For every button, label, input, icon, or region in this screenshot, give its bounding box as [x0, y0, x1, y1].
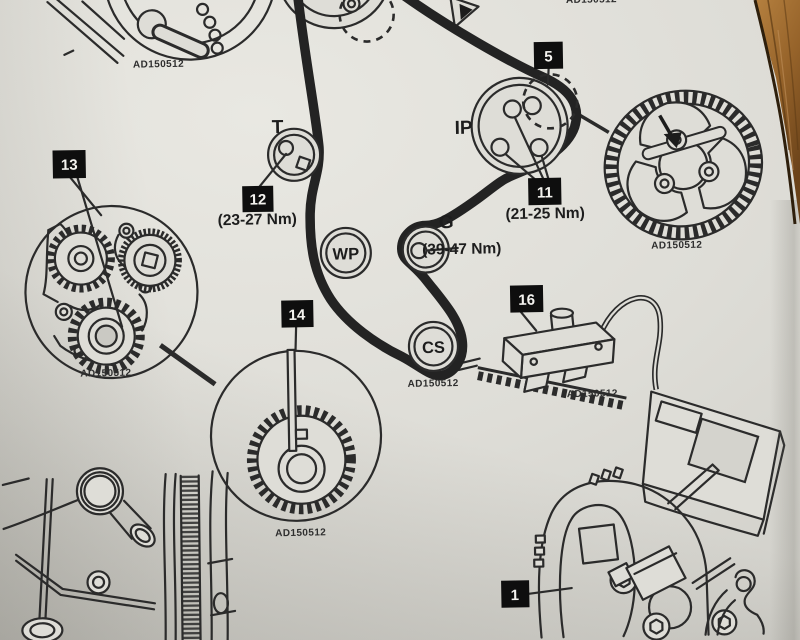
callout-11: 11	[528, 177, 562, 206]
page-edge-shadow	[770, 200, 800, 640]
pump-mark-dashed-circle	[521, 73, 579, 130]
callout-1: 1	[501, 580, 573, 608]
topleft-partial-sprocket	[46, 0, 278, 64]
timing-cover-view-1	[533, 463, 765, 640]
rear-detail-view-13	[24, 204, 199, 380]
callout-12: 12 (23-27 Nm)	[217, 152, 297, 229]
guide-torque: (39-47 Nm)	[422, 240, 502, 258]
tensioner-pulley: T	[267, 117, 322, 182]
water-pump-pulley: WP	[319, 226, 372, 280]
callout-5-number: 5	[544, 48, 553, 65]
callout-13-number: 13	[61, 157, 78, 174]
callout-1-number: 1	[511, 587, 520, 604]
watermark-gauge: AD150512	[567, 388, 618, 400]
guide-label: G	[439, 212, 454, 233]
wood-table-edge	[753, 0, 800, 225]
watermark-sprocket: AD150512	[651, 240, 702, 252]
tensioner-label: T	[272, 117, 284, 138]
injection-pump-torque: (21-25 Nm)	[505, 205, 585, 223]
crankshaft-label: CS	[422, 339, 445, 357]
cam-mark-dashed-circle	[338, 0, 395, 43]
belt-direction-arrow	[449, 0, 480, 29]
cover-bolt	[642, 612, 671, 640]
callout-14: 14	[281, 300, 314, 352]
tensioner-torque: (23-27 Nm)	[217, 211, 297, 229]
callout-16-number: 16	[518, 292, 535, 309]
watermark-top-cut: AD150512	[566, 0, 617, 6]
callout-12-number: 12	[249, 191, 266, 208]
callout-5: 5	[533, 41, 564, 86]
timing-belt	[292, 0, 582, 381]
crankshaft-pulley: CS	[407, 320, 460, 373]
detail-5-pointer-line	[576, 112, 610, 134]
water-pump-label: WP	[332, 245, 359, 263]
guide-pulley: G (39-47 Nm)	[401, 212, 502, 274]
watermark-topleft: AD150512	[133, 59, 184, 71]
crank-sprocket-detail-14	[209, 348, 383, 522]
callout-11-number: 11	[537, 184, 553, 201]
callout-14-number: 14	[288, 307, 306, 324]
tension-gauge-16	[457, 295, 786, 537]
injection-pump-label: IP	[455, 118, 474, 139]
watermark-detail-13: AD150512	[80, 368, 131, 380]
watermark-belt: AD150512	[408, 378, 459, 390]
camshaft-sprocket-right	[603, 89, 764, 241]
detail-13-pointer-line	[158, 343, 217, 387]
callout-13: 13	[52, 149, 124, 328]
camshaft-pulley-top	[275, 0, 393, 30]
injection-pump-pulley: IP (21-25 Nm)	[455, 73, 585, 223]
callout-16: 16	[509, 285, 544, 332]
bottom-left-engine-view	[1, 467, 237, 640]
watermark-detail-14: AD150512	[275, 527, 326, 539]
tension-meter	[641, 390, 786, 537]
